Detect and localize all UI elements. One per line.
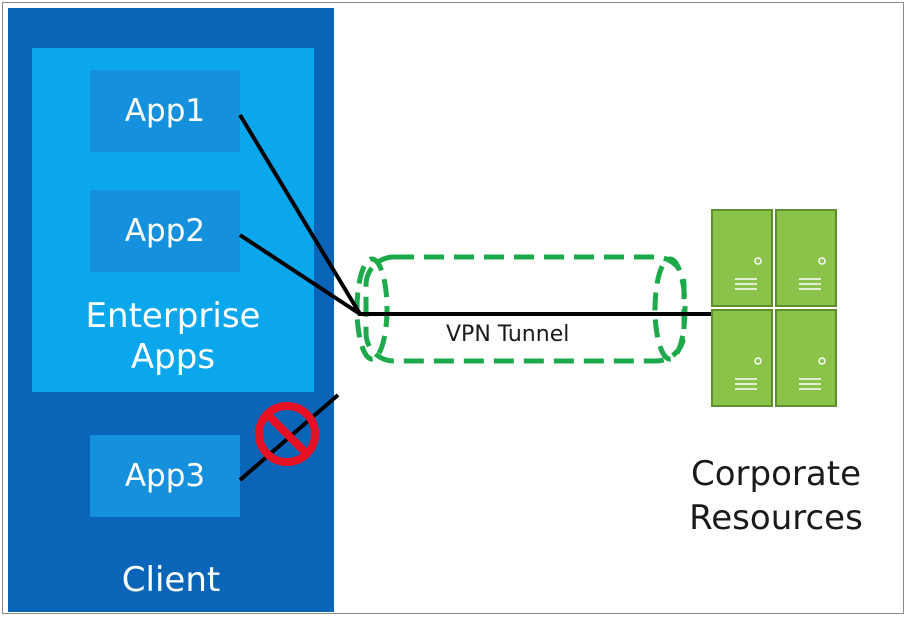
server-unit <box>775 209 837 307</box>
app3-label: App3 <box>124 458 206 494</box>
app3-box: App3 <box>90 435 240 517</box>
app1-box: App1 <box>90 70 240 152</box>
app2-box: App2 <box>90 190 240 272</box>
no-entry-icon <box>255 402 319 466</box>
client-label: Client <box>121 560 221 600</box>
enterprise-apps-label: Enterprise Apps <box>85 296 261 378</box>
server-unit <box>711 209 773 307</box>
app1-connection-line <box>238 113 362 316</box>
server-unit <box>711 309 773 407</box>
server-rack-icon <box>711 209 837 407</box>
server-unit <box>775 309 837 407</box>
tunnel-outline <box>363 254 687 364</box>
corporate-resources-label: Corporate Resources <box>689 454 863 539</box>
app2-label: App2 <box>124 213 206 249</box>
app2-connection-line <box>238 233 362 316</box>
vpn-tunnel-label: VPN Tunnel <box>446 322 570 347</box>
tunnel-right-opening <box>652 256 688 362</box>
tunnel-left-opening <box>354 256 390 362</box>
app1-label: App1 <box>124 93 206 129</box>
